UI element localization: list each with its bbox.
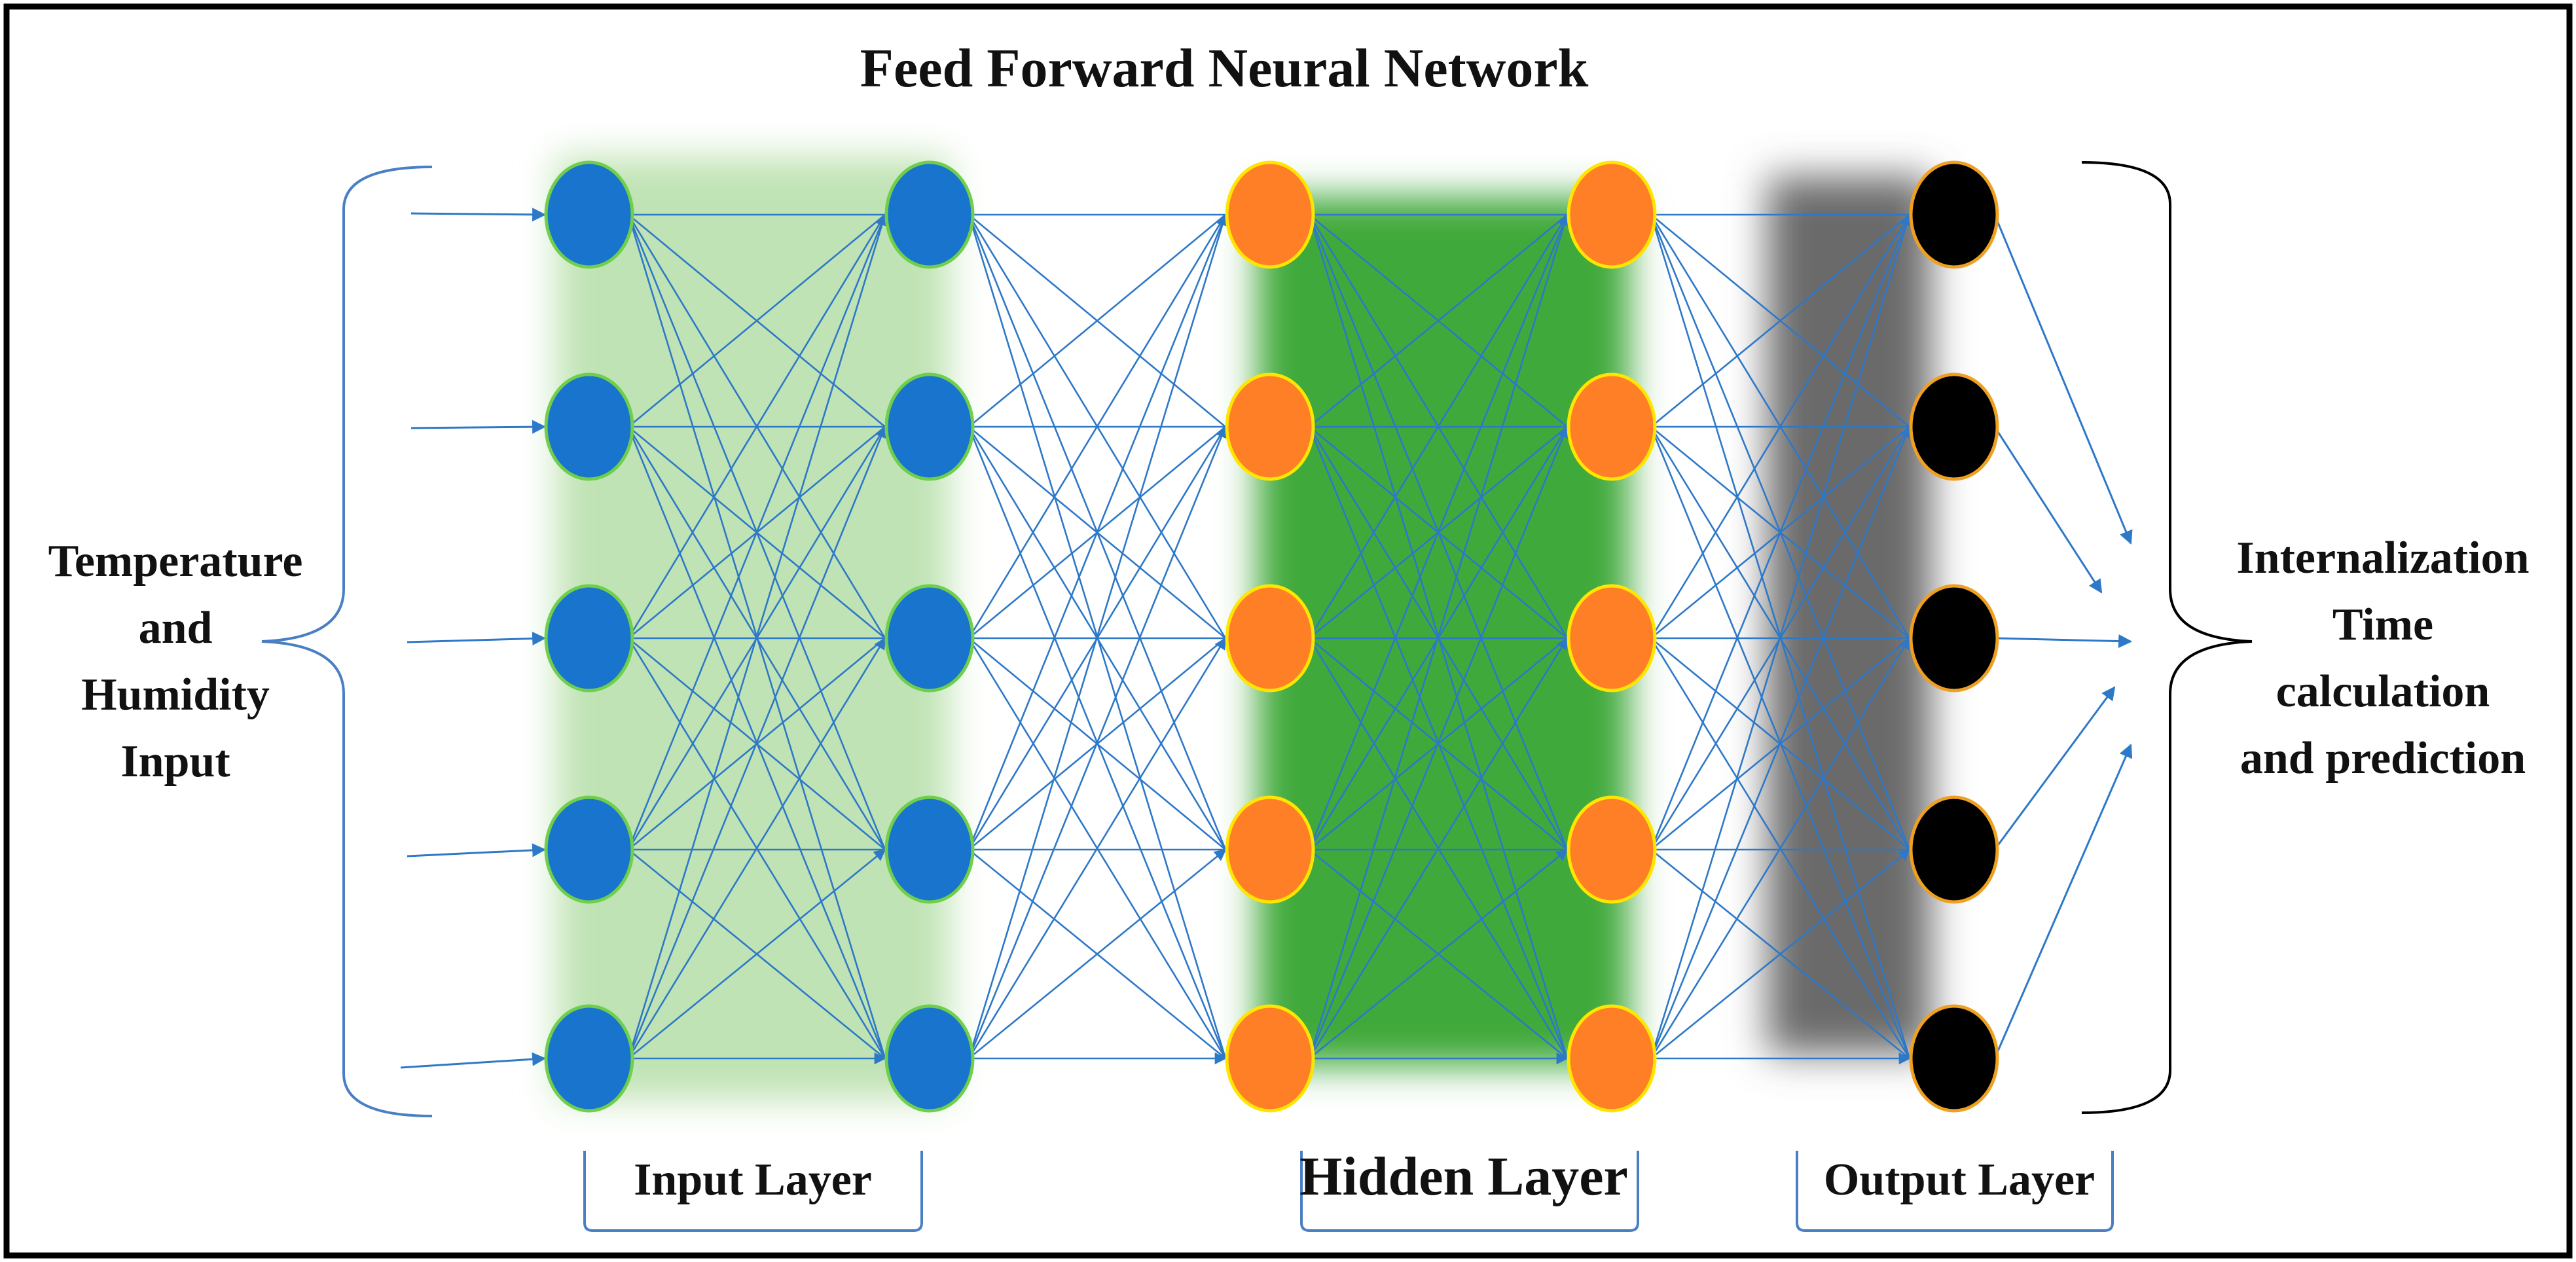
connection-line — [968, 848, 1227, 1060]
connection-line — [1308, 214, 1569, 850]
connection-line — [1650, 214, 1911, 850]
left-label-line-4: Input — [120, 736, 230, 787]
neurons — [544, 160, 1999, 1113]
input-arrow — [407, 843, 547, 857]
connection-line — [968, 213, 1226, 428]
input-arrow — [407, 632, 547, 646]
input-neuron — [544, 584, 634, 693]
input-neuron — [884, 160, 975, 269]
connection-line — [1308, 637, 1569, 1059]
connection-line — [1650, 637, 1911, 1059]
input-neuron — [884, 584, 975, 693]
input-neuron — [544, 795, 634, 904]
output-neuron — [1909, 795, 1999, 904]
connection-line — [1650, 848, 1911, 1060]
connection-line — [968, 214, 1227, 639]
output-layer-bracket — [1796, 1151, 2114, 1232]
connection-line — [968, 637, 1227, 1059]
output-arrow — [1993, 214, 2133, 545]
input-layer-bracket — [583, 1151, 923, 1232]
connections — [627, 213, 1912, 1065]
right-label-line-3: calculation — [2276, 666, 2490, 717]
input-layer-label: Input Layer — [634, 1155, 872, 1205]
output-arrow — [1993, 686, 2116, 850]
hidden-neuron — [1567, 372, 1657, 481]
hidden-neuron — [1225, 160, 1315, 269]
output-neuron — [1909, 584, 1999, 693]
input-neuron — [544, 1004, 634, 1113]
right-output-label: Internalization Time calculation and pre… — [2236, 533, 2529, 784]
connection-line — [627, 214, 886, 639]
hidden-neuron — [1567, 795, 1657, 904]
connection-line — [1309, 213, 1568, 428]
connection-line — [628, 848, 886, 1060]
output-neuron — [1909, 1004, 1999, 1113]
connection-line — [968, 425, 1227, 1059]
hidden-layer-label: Hidden Layer — [1299, 1146, 1628, 1207]
output-neuron — [1909, 160, 1999, 269]
connection-line — [1309, 848, 1569, 1060]
input-neuron — [544, 160, 634, 269]
connection-line — [628, 213, 886, 428]
input-arrow — [410, 420, 547, 434]
connection-line — [1308, 213, 1570, 1059]
connection-line — [968, 213, 1228, 1059]
output-arrow — [1993, 744, 2133, 1059]
output-arrow — [1994, 634, 2133, 649]
hidden-neuron — [1567, 1004, 1657, 1113]
input-neuron — [544, 372, 634, 481]
output-layer-label: Output Layer — [1824, 1155, 2095, 1205]
connection-line — [1650, 425, 1912, 1059]
hidden-neuron — [1567, 584, 1657, 693]
connection-line — [1650, 214, 1911, 639]
input-arrow — [400, 1052, 547, 1069]
connection-line — [1650, 213, 1910, 428]
right-label-line-4: and prediction — [2240, 733, 2526, 784]
connection-line — [627, 213, 888, 1059]
right-label-line-2: Time — [2332, 600, 2433, 650]
input-arrow — [410, 207, 547, 222]
right-curly-brace — [2081, 161, 2253, 1114]
connection-line — [627, 425, 887, 1059]
hidden-neuron — [1225, 795, 1315, 904]
left-curly-brace — [261, 166, 433, 1117]
input-neuron — [884, 795, 975, 904]
hidden-neuron — [1225, 584, 1315, 693]
hidden-layer-bracket — [1300, 1151, 1639, 1232]
connection-line — [627, 214, 886, 850]
left-label-line-2: and — [139, 603, 213, 653]
output-neuron — [1909, 372, 1999, 481]
connection-line — [1650, 213, 1912, 1059]
right-label-line-1: Internalization — [2236, 533, 2529, 583]
hidden-neuron — [1567, 160, 1657, 269]
output-arrow — [1993, 426, 2103, 594]
connection-line — [627, 637, 886, 1059]
connection-line — [1308, 425, 1569, 1059]
output-layer-band — [1768, 177, 1931, 1054]
left-label-line-3: Humidity — [81, 670, 270, 720]
connection-line — [968, 214, 1227, 850]
connection-line — [1308, 214, 1569, 639]
diagram-title: Feed Forward Neural Network — [860, 38, 1589, 99]
left-input-label: Temperature and Humidity Input — [48, 536, 303, 787]
input-neuron — [884, 372, 975, 481]
io-arrows — [400, 207, 2133, 1069]
left-label-line-1: Temperature — [48, 536, 303, 586]
input-neuron — [884, 1004, 975, 1113]
hidden-neuron — [1225, 372, 1315, 481]
hidden-neuron — [1225, 1004, 1315, 1113]
